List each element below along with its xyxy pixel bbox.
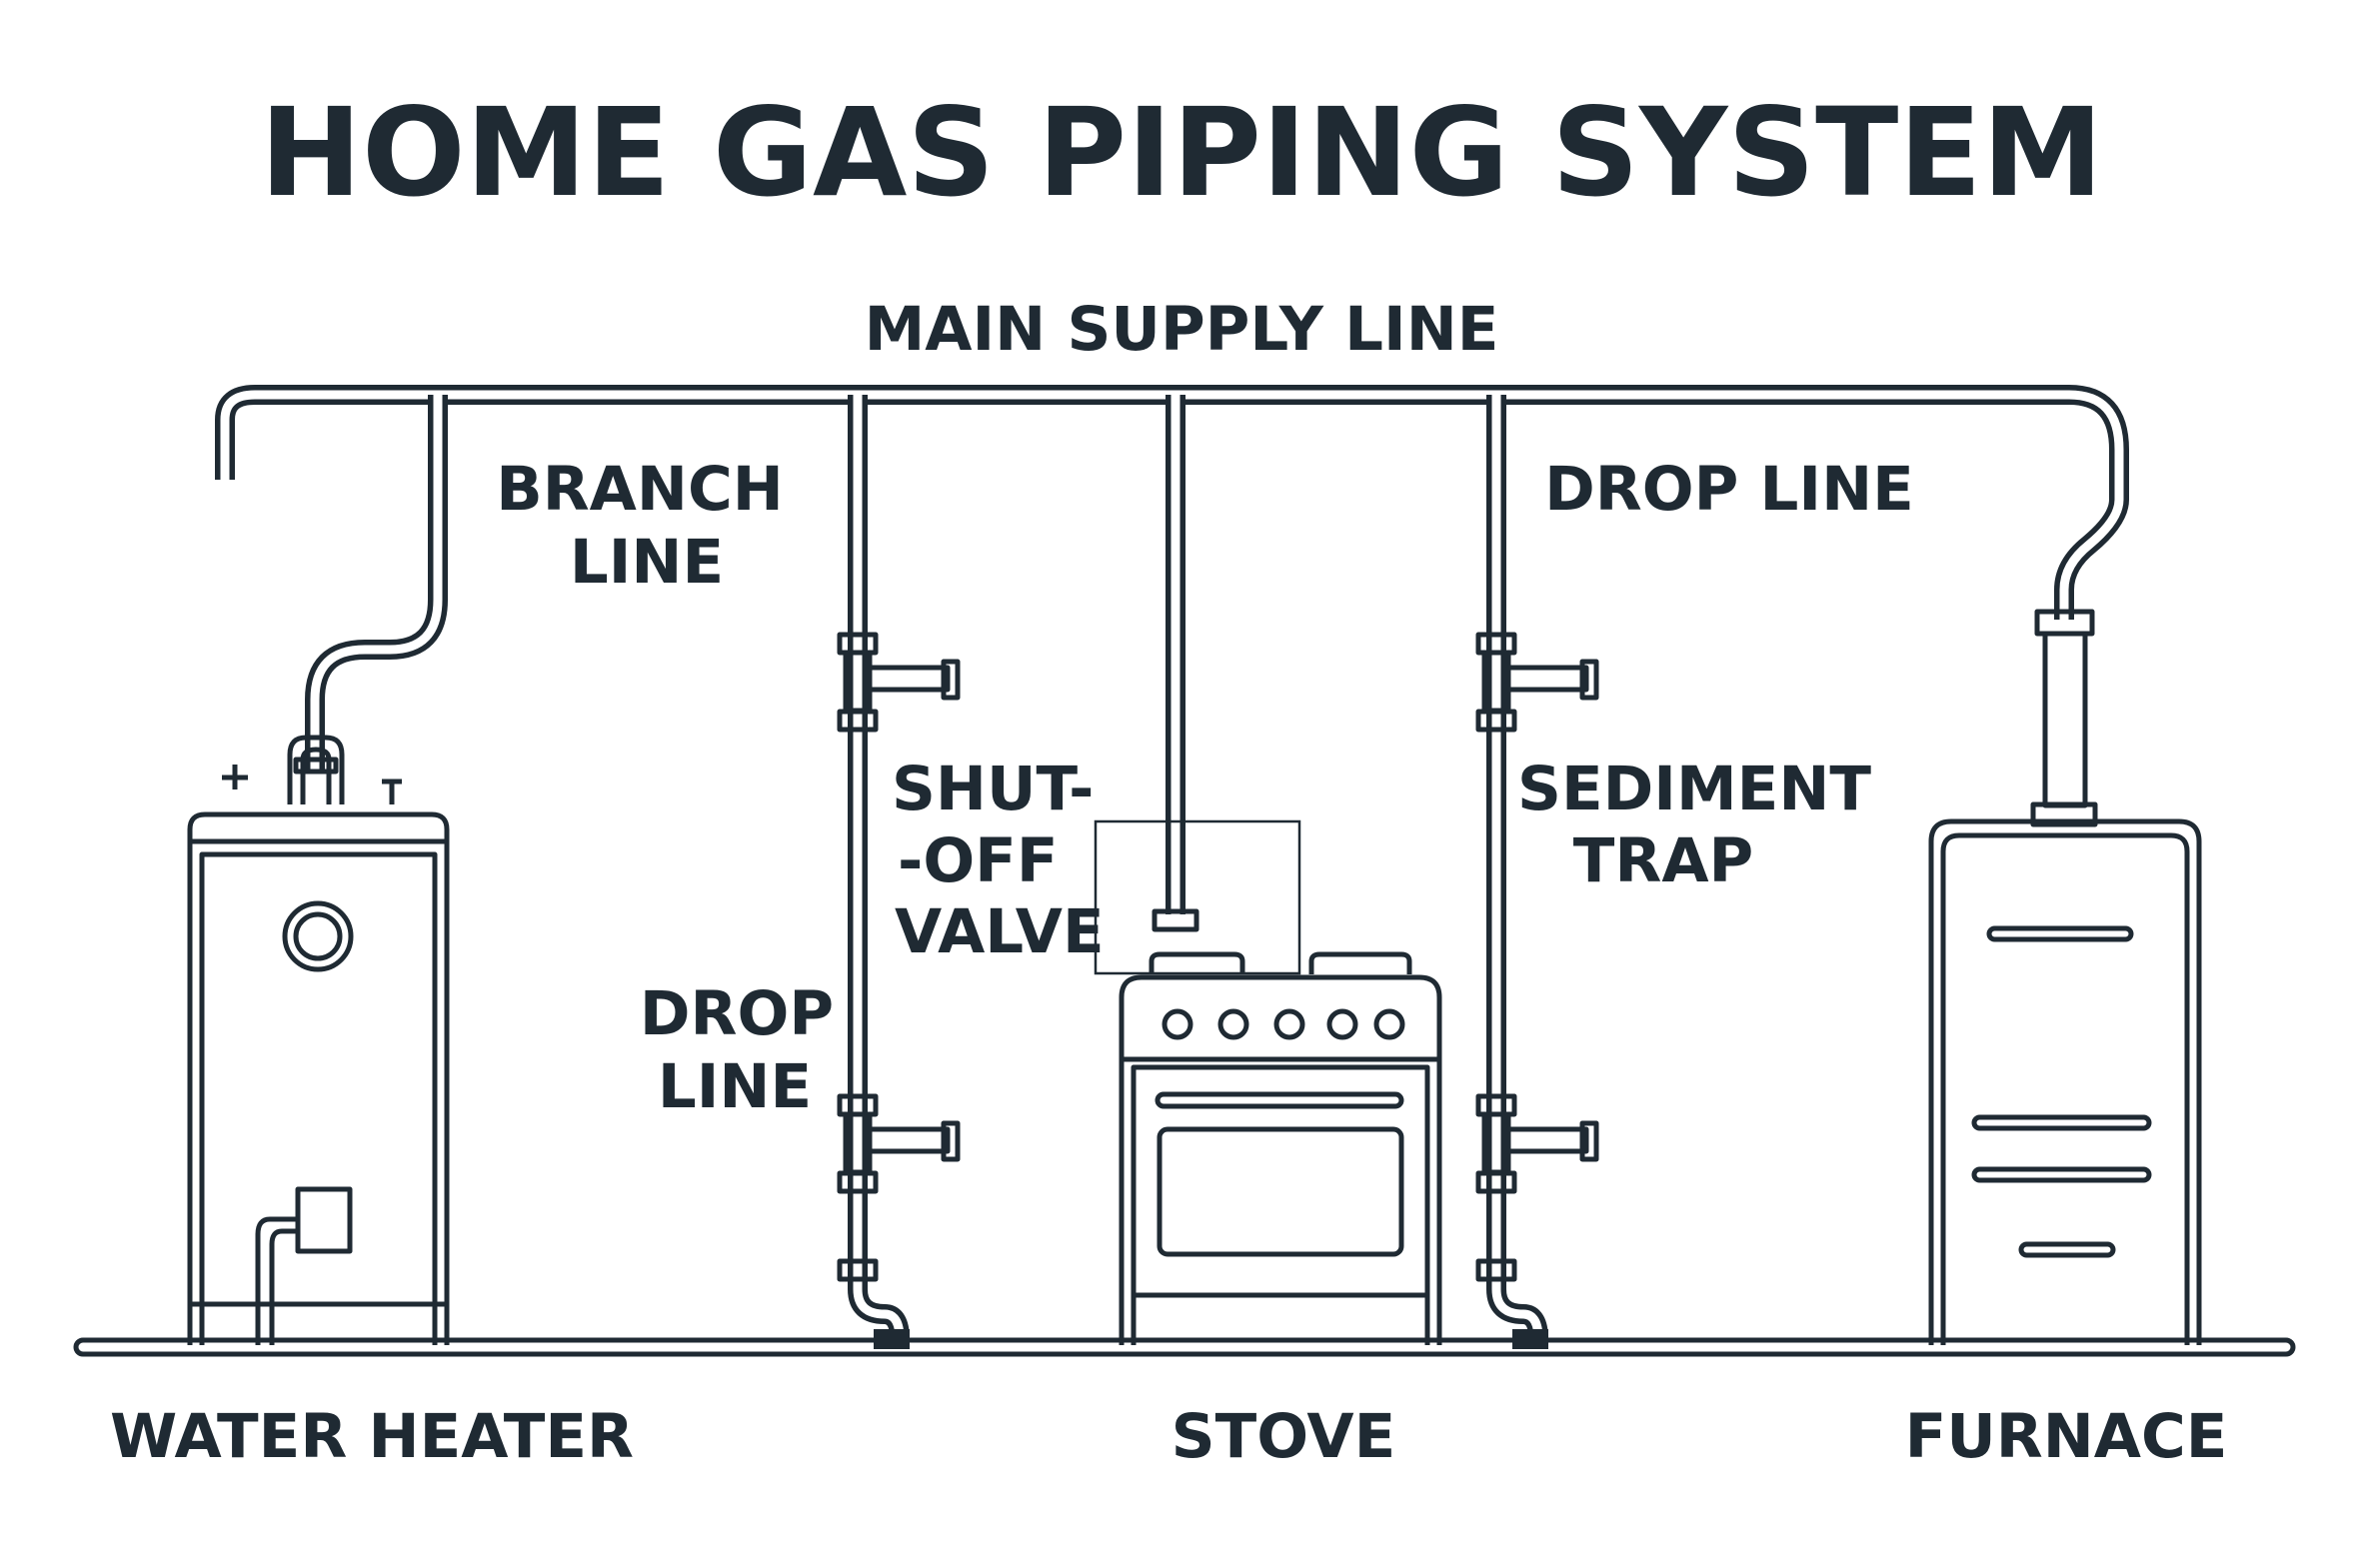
pipe-cap-stove	[1152, 908, 1199, 932]
furnace-vent	[1971, 1166, 2152, 1183]
label-shutoff-valve-2: -OFF	[898, 825, 1059, 896]
knob-icon	[1373, 1008, 1405, 1040]
furnace	[1928, 818, 2202, 1345]
label-branch-line-1: BRANCH	[496, 454, 784, 525]
knob-icon	[1162, 1008, 1193, 1040]
label-furnace: FURNACE	[1905, 1401, 2228, 1472]
label-water-heater: WATER HEATER	[110, 1401, 634, 1472]
knob-icon	[1217, 1008, 1249, 1040]
label-main-supply-line: MAIN SUPPLY LINE	[865, 294, 1499, 365]
label-shutoff-valve-3: VALVE	[895, 896, 1105, 967]
oven-handle	[1155, 1091, 1404, 1109]
furnace-vent	[2018, 1241, 2116, 1258]
stove	[1094, 819, 1442, 1345]
label-shutoff-valve-1: SHUT-	[892, 754, 1094, 824]
shutoff-valve-left-lower	[837, 1093, 961, 1282]
stove-hood-outline	[1094, 819, 1301, 975]
furnace-supply-pipe	[2030, 609, 2098, 827]
branch-line-pipe	[305, 395, 448, 770]
furnace-vent	[1986, 925, 2134, 942]
sediment-trap-tee-right	[1475, 1093, 1599, 1282]
furnace-vent	[1971, 1114, 2152, 1131]
floor-line	[73, 1337, 2296, 1357]
label-stove: STOVE	[1172, 1401, 1396, 1472]
label-sediment-trap-2: TRAP	[1573, 825, 1754, 896]
gauge-icon	[282, 900, 354, 972]
drop-line-pipe-right	[1486, 395, 1548, 1349]
shutoff-valve-left-upper	[837, 632, 961, 733]
shutoff-valve-right-upper	[1475, 632, 1599, 733]
oven-window	[1157, 1126, 1404, 1257]
water-heater	[187, 735, 450, 1345]
label-branch-line-2: LINE	[570, 527, 724, 598]
label-drop-line-right: DROP LINE	[1544, 454, 1914, 525]
label-sediment-trap-1: SEDIMENT	[1517, 754, 1871, 824]
label-drop-line-left-2: LINE	[658, 1051, 812, 1122]
knob-icon	[1326, 1008, 1358, 1040]
control-box	[295, 1186, 353, 1254]
label-drop-line-left-1: DROP	[640, 978, 834, 1049]
diagram-title: HOME GAS PIPING SYSTEM	[260, 82, 2103, 224]
knob-icon	[1273, 1008, 1305, 1040]
main-supply-pipe	[215, 385, 2129, 620]
stove-supply-pipe	[1152, 395, 1199, 932]
